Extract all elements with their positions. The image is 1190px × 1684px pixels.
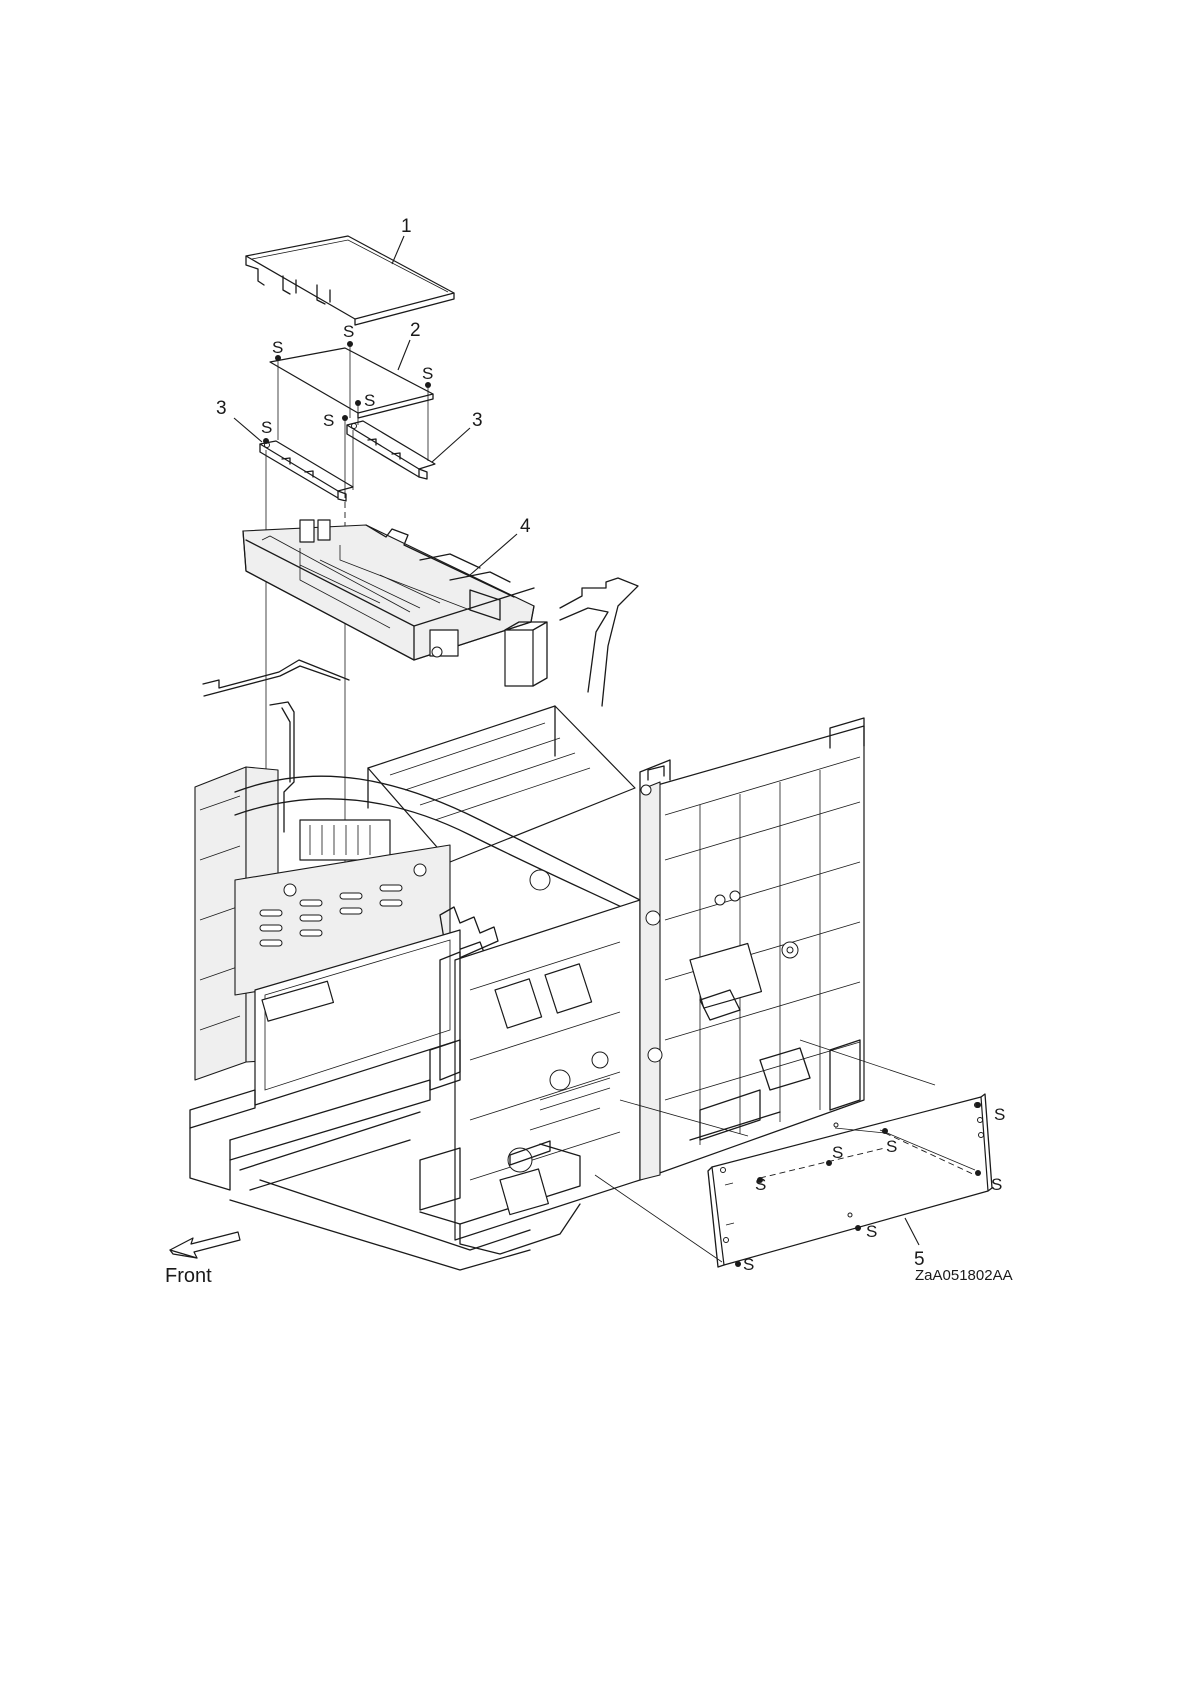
part-1-top-cover <box>246 236 454 325</box>
screw-label-s: S <box>261 418 272 437</box>
screw-label-s: S <box>743 1255 754 1274</box>
part-4-upper-frame <box>243 520 547 686</box>
screw-label-s: S <box>422 364 433 383</box>
callout-3-left: 3 <box>216 398 227 419</box>
figure-id: ZaA051802AA <box>915 1267 1013 1284</box>
screw-label-s: S <box>866 1222 877 1241</box>
part-3-bracket-right <box>347 421 435 479</box>
screw-label-s: S <box>991 1175 1002 1194</box>
screw-label-s: S <box>832 1143 843 1162</box>
screw-label-s: S <box>994 1105 1005 1124</box>
part-3-bracket-left <box>260 441 353 501</box>
screw-label-s: S <box>343 322 354 341</box>
screw-label-s: S <box>364 391 375 410</box>
callout-1: 1 <box>401 216 412 237</box>
screw-label-s: S <box>272 338 283 357</box>
screw-label-s: S <box>323 411 334 430</box>
front-direction-label: Front <box>165 1265 212 1287</box>
callout-4: 4 <box>520 516 531 537</box>
screw-label-s: S <box>886 1137 897 1156</box>
callout-2: 2 <box>410 320 421 341</box>
front-direction-arrow-icon <box>170 1232 240 1258</box>
part-2-shield-plate <box>270 348 433 418</box>
callout-3-right: 3 <box>472 410 483 431</box>
screw-label-s: S <box>755 1175 766 1194</box>
